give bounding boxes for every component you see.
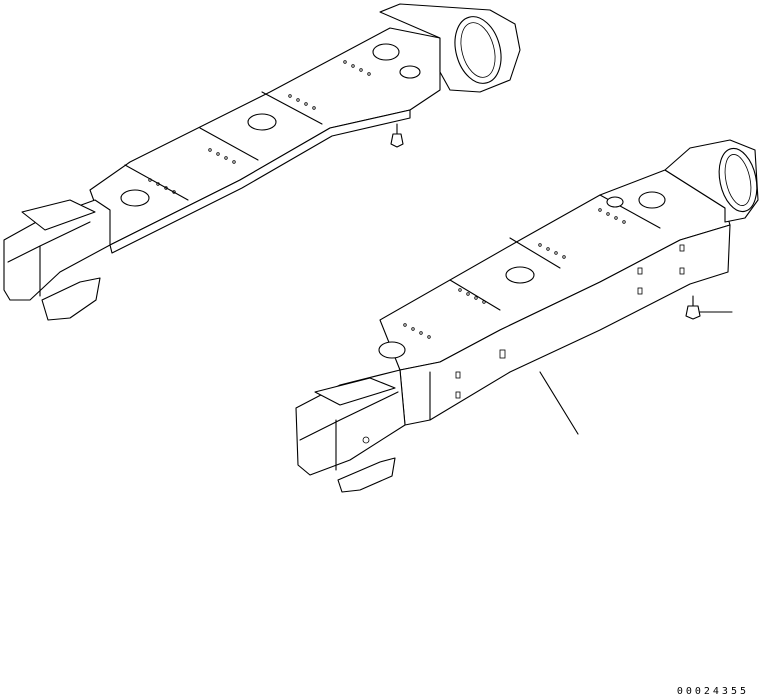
left-idler-bore	[454, 16, 502, 84]
right-pad-middle	[505, 266, 535, 284]
right-pad-rear	[638, 191, 666, 209]
right-track-frame	[295, 139, 759, 493]
drawing-reference-number: 00024355	[676, 686, 749, 697]
leader-line-frame	[539, 371, 579, 435]
left-pad-front	[120, 189, 150, 207]
bolt-left	[390, 123, 404, 148]
left-frame-top-plate	[89, 27, 441, 246]
right-hole-pattern	[403, 208, 626, 339]
bolt-right	[685, 295, 701, 320]
left-pad-rear	[372, 43, 400, 61]
left-track-frame	[3, 3, 521, 321]
right-pad-front	[378, 341, 406, 359]
left-frame-side-wall	[109, 109, 411, 254]
right-idler-bore	[718, 147, 758, 213]
left-hole-pattern	[148, 60, 371, 194]
right-slot-1	[499, 349, 506, 359]
left-pad-middle	[247, 113, 277, 131]
